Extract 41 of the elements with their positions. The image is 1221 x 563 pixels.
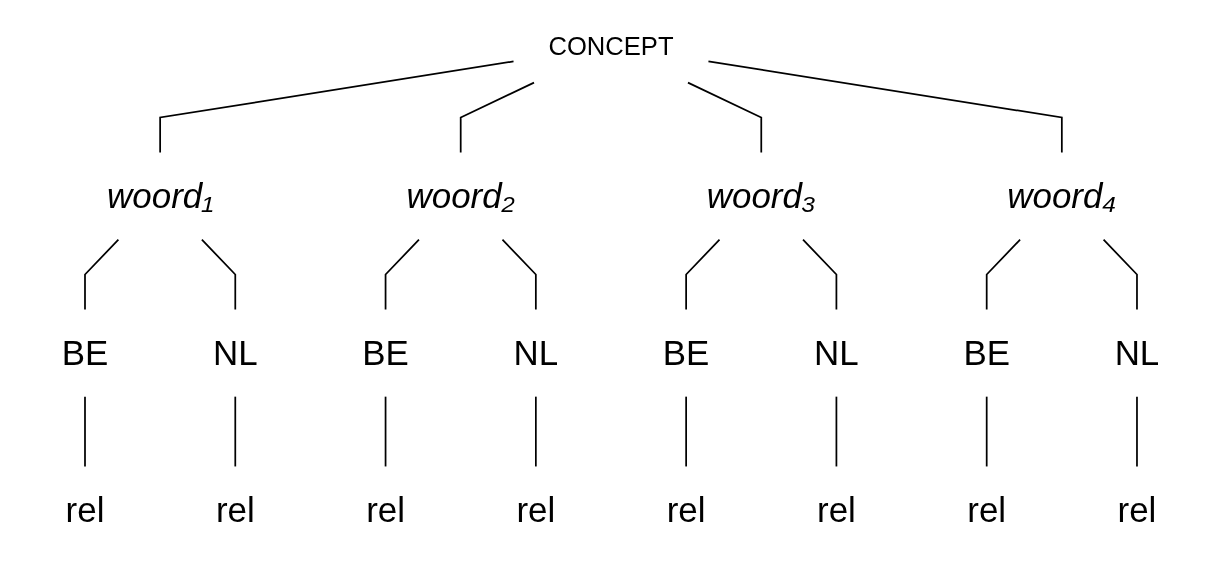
connector bbox=[234, 395, 237, 468]
connector bbox=[159, 60, 515, 154]
connector bbox=[985, 395, 988, 468]
connector bbox=[685, 395, 687, 468]
node-text: woord₄ bbox=[1007, 176, 1117, 216]
connector bbox=[985, 238, 1021, 311]
node-text: rel bbox=[967, 490, 1007, 530]
node-text: woord₂ bbox=[406, 176, 515, 216]
connector bbox=[835, 395, 838, 468]
node-text: NL bbox=[1114, 333, 1160, 373]
node-text: BE bbox=[362, 333, 409, 373]
connector bbox=[384, 395, 387, 468]
node-text: rel bbox=[215, 490, 255, 530]
node-text: BE bbox=[61, 333, 109, 373]
node-text: rel bbox=[1117, 490, 1157, 530]
connector bbox=[459, 81, 535, 154]
node-text: NL bbox=[513, 333, 559, 373]
connector bbox=[1136, 395, 1138, 468]
node-text: NL bbox=[814, 333, 859, 373]
connector bbox=[1102, 238, 1138, 311]
connector bbox=[687, 81, 763, 154]
connector bbox=[501, 238, 537, 311]
node-text: rel bbox=[817, 490, 856, 530]
node-text: CONCEPT bbox=[548, 31, 674, 61]
connector bbox=[201, 238, 237, 311]
node-text: rel bbox=[666, 490, 706, 530]
connector bbox=[84, 395, 86, 468]
node-text: rel bbox=[516, 490, 556, 530]
connector bbox=[707, 60, 1063, 154]
connector bbox=[535, 395, 537, 468]
connector bbox=[802, 238, 838, 311]
connector bbox=[685, 238, 721, 311]
node-text: woord₃ bbox=[706, 176, 816, 216]
node-text: rel bbox=[65, 490, 105, 530]
node-text: woord₁ bbox=[107, 176, 214, 216]
connector bbox=[384, 238, 420, 311]
node-text: BE bbox=[963, 333, 1010, 373]
node-text: rel bbox=[366, 490, 405, 530]
node-text: NL bbox=[212, 333, 258, 373]
connector bbox=[84, 238, 120, 311]
node-text: BE bbox=[662, 333, 710, 373]
